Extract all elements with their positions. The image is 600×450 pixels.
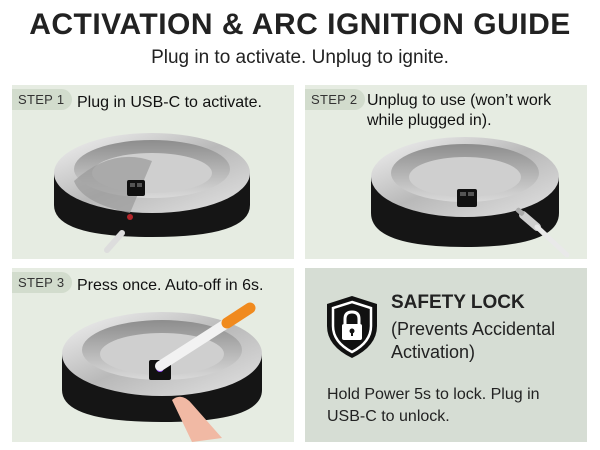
step-2-panel: STEP 2 Unplug to use (won’t work while p… <box>305 85 587 259</box>
guide-title: ACTIVATION & ARC IGNITION GUIDE <box>29 8 571 41</box>
usb-c-cable-icon <box>515 207 570 258</box>
safety-lock-panel: SAFETY LOCK (Prevents Accidental Activat… <box>305 268 587 442</box>
ashtray-plugged-illustration <box>54 133 250 253</box>
finger-icon <box>172 396 222 442</box>
step-3-panel: STEP 3 Press once. Auto-off in 6s. <box>12 268 294 442</box>
cigarette-icon <box>155 302 256 371</box>
step-2-badge: STEP 2 <box>305 89 366 110</box>
safety-lock-subtitle: (Prevents Accidental Activation) <box>391 319 556 362</box>
step-1-panel: STEP 1 Plug in USB-C to activate. <box>12 85 294 259</box>
safety-lock-title: SAFETY LOCK <box>391 292 525 313</box>
safety-lock-instructions: Hold Power 5s to lock. Plug in USB-C to … <box>327 386 540 425</box>
step-1-badge: STEP 1 <box>12 89 73 110</box>
guide-subtitle: Plug in to activate. Unplug to ignite. <box>151 47 449 68</box>
step-2-text: Unplug to use (won’t work while plugged … <box>367 92 552 129</box>
step-3-text: Press once. Auto-off in 6s. <box>77 277 264 294</box>
ashtray-unplugged-illustration <box>371 137 570 258</box>
step-1-text: Plug in USB-C to activate. <box>77 94 262 111</box>
shield-lock-icon <box>327 296 377 358</box>
ashtray-ignite-illustration <box>62 302 262 442</box>
step-3-badge: STEP 3 <box>12 272 73 293</box>
